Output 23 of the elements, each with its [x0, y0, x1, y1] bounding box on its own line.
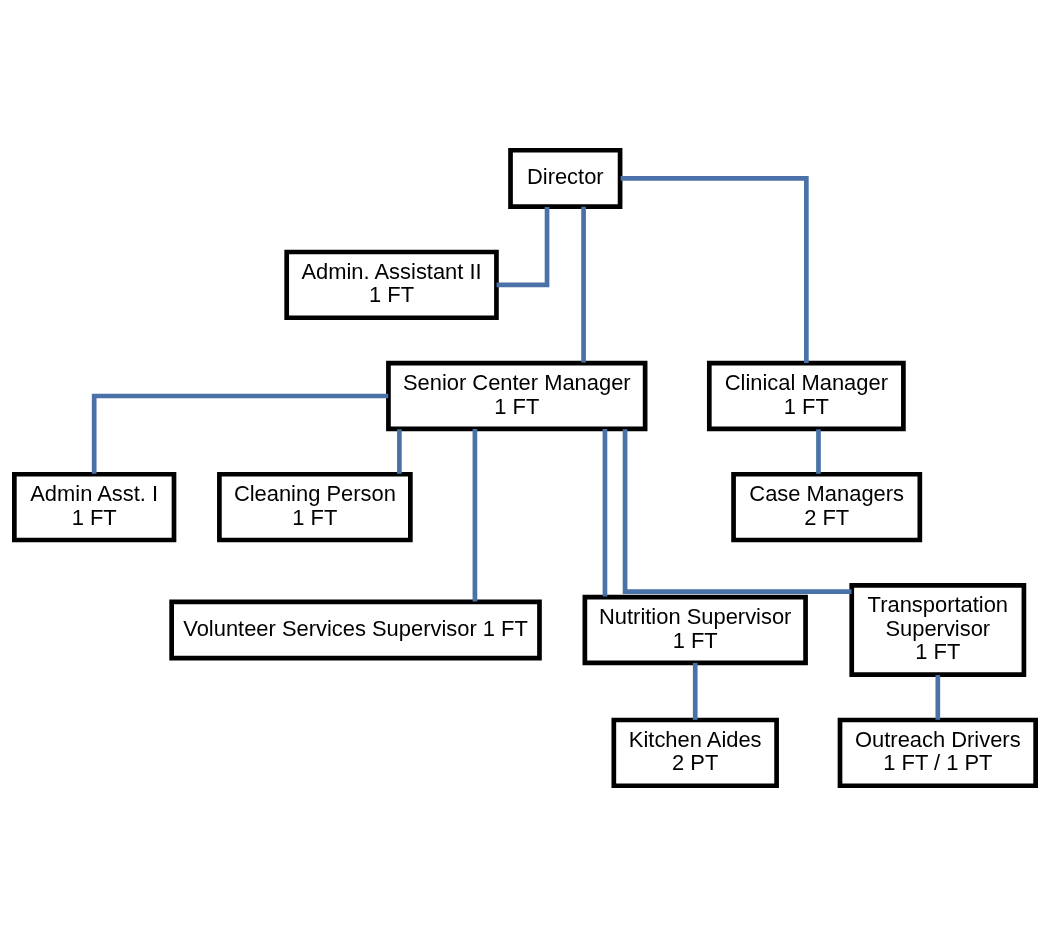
node-box: Volunteer Services Supervisor 1 FT: [169, 599, 542, 661]
node-box: Outreach Drivers 1 FT / 1 PT: [837, 717, 1038, 789]
node-box: Transportation Supervisor 1 FT: [849, 583, 1027, 677]
connector: [620, 176, 809, 363]
connector: [622, 429, 852, 594]
node-box: Admin. Assistant II 1 FT: [284, 249, 499, 321]
node-box: Senior Center Manager 1 FT: [386, 360, 648, 432]
node-box: Clinical Manager 1 FT: [706, 360, 906, 432]
node-box: Cleaning Person 1 FT: [217, 471, 413, 543]
node-box: Nutrition Supervisor 1 FT: [582, 594, 808, 666]
connector: [496, 206, 550, 288]
node-box: Kitchen Aides 2 PT: [611, 717, 779, 789]
node-box: Admin Asst. I 1 FT: [12, 471, 177, 543]
connector: [472, 429, 478, 602]
connector: [397, 429, 402, 474]
connector: [91, 393, 389, 474]
node-box: Director: [508, 147, 623, 209]
connector: [935, 675, 941, 720]
connector: [816, 429, 821, 474]
connector: [581, 206, 586, 363]
node-box: Case Managers 2 FT: [731, 471, 923, 543]
connector: [692, 662, 698, 720]
connector: [602, 429, 608, 597]
